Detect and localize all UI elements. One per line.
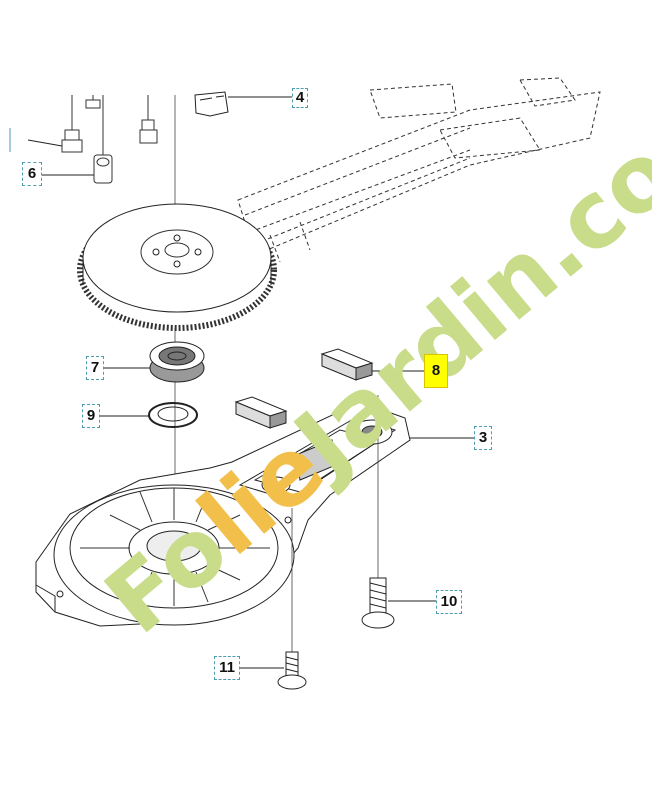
part-8-keys [234,348,374,429]
callout-9: 9 [82,404,100,428]
part-11-screw [277,508,307,690]
leader-lines [27,96,474,669]
top-screws [61,95,158,184]
part-7-bearing [149,341,205,383]
part-10-screw [361,395,395,629]
part-3-housing [35,401,411,627]
callout-7: 7 [86,356,104,380]
callout-4: 4 [292,88,308,108]
part-4-block [194,91,229,117]
callout-3: 3 [474,426,492,450]
callout-6: 6 [22,162,42,186]
callout-8-highlighted: 8 [424,354,448,388]
dashed-housing [237,77,601,263]
large-gear [77,203,277,331]
callout-11: 11 [214,656,240,680]
part-9-washer [148,402,198,428]
callout-10: 10 [436,590,462,614]
